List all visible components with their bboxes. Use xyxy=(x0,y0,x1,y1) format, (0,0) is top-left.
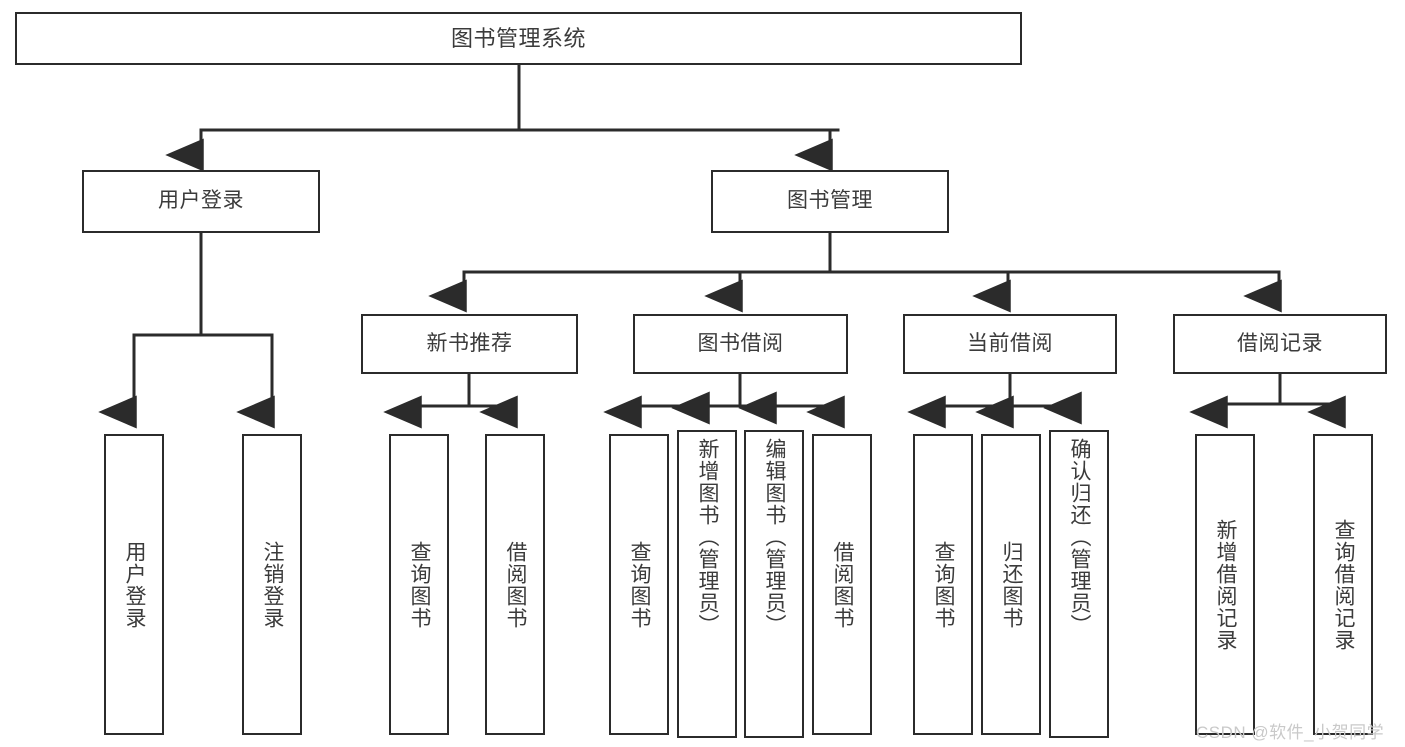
node-root-label: 图书管理系统 xyxy=(450,25,586,51)
node-new-book-recommend[interactable]: 新书推荐 xyxy=(361,314,578,374)
node-leaf-query-record-label: 查询借阅记录 xyxy=(1332,518,1356,651)
node-user-login-label: 用户登录 xyxy=(158,189,244,213)
node-book-manage-label: 图书管理 xyxy=(787,189,873,213)
node-borrow-record[interactable]: 借阅记录 xyxy=(1173,314,1387,374)
node-leaf-borrow-book-1-label: 借阅图书 xyxy=(504,540,528,629)
node-leaf-user-login-label: 用户登录 xyxy=(123,540,147,629)
node-book-borrow[interactable]: 图书借阅 xyxy=(633,314,848,374)
node-book-manage[interactable]: 图书管理 xyxy=(711,170,949,233)
node-book-borrow-label: 图书借阅 xyxy=(697,331,784,355)
node-leaf-return-book-label: 归还图书 xyxy=(1000,540,1024,629)
node-user-login[interactable]: 用户登录 xyxy=(82,170,320,233)
node-leaf-edit-book-label: 编辑图书（管理员） xyxy=(763,438,787,636)
node-leaf-add-record-label: 新增借阅记录 xyxy=(1214,518,1238,651)
node-current-borrow-label: 当前借阅 xyxy=(967,331,1053,355)
node-borrow-record-label: 借阅记录 xyxy=(1237,331,1323,355)
node-leaf-add-book-label: 新增图书（管理员） xyxy=(696,438,720,636)
node-leaf-user-login[interactable]: 用户登录 xyxy=(104,434,164,735)
node-leaf-query-book-1-label: 查询图书 xyxy=(408,540,432,629)
node-leaf-query-book-3-label: 查询图书 xyxy=(932,540,956,629)
node-leaf-borrow-book-2-label: 借阅图书 xyxy=(831,540,855,629)
node-current-borrow[interactable]: 当前借阅 xyxy=(903,314,1117,374)
node-leaf-query-book-3[interactable]: 查询图书 xyxy=(913,434,973,735)
node-leaf-confirm-return[interactable]: 确认归还（管理员） xyxy=(1049,430,1109,738)
node-leaf-borrow-book-2[interactable]: 借阅图书 xyxy=(812,434,872,735)
node-leaf-query-book-1[interactable]: 查询图书 xyxy=(389,434,449,735)
node-leaf-add-book[interactable]: 新增图书（管理员） xyxy=(677,430,737,738)
node-leaf-query-record[interactable]: 查询借阅记录 xyxy=(1313,434,1373,735)
node-leaf-user-logout[interactable]: 注销登录 xyxy=(242,434,302,735)
node-leaf-user-logout-label: 注销登录 xyxy=(261,540,285,629)
node-root[interactable]: 图书管理系统 xyxy=(15,12,1022,65)
node-leaf-query-book-2[interactable]: 查询图书 xyxy=(609,434,669,735)
node-leaf-query-book-2-label: 查询图书 xyxy=(628,540,652,629)
node-leaf-add-record[interactable]: 新增借阅记录 xyxy=(1195,434,1255,735)
node-leaf-return-book[interactable]: 归还图书 xyxy=(981,434,1041,735)
node-leaf-confirm-return-label: 确认归还（管理员） xyxy=(1068,438,1092,636)
node-leaf-edit-book[interactable]: 编辑图书（管理员） xyxy=(744,430,804,738)
node-new-book-recommend-label: 新书推荐 xyxy=(426,331,513,355)
node-leaf-borrow-book-1[interactable]: 借阅图书 xyxy=(485,434,545,735)
